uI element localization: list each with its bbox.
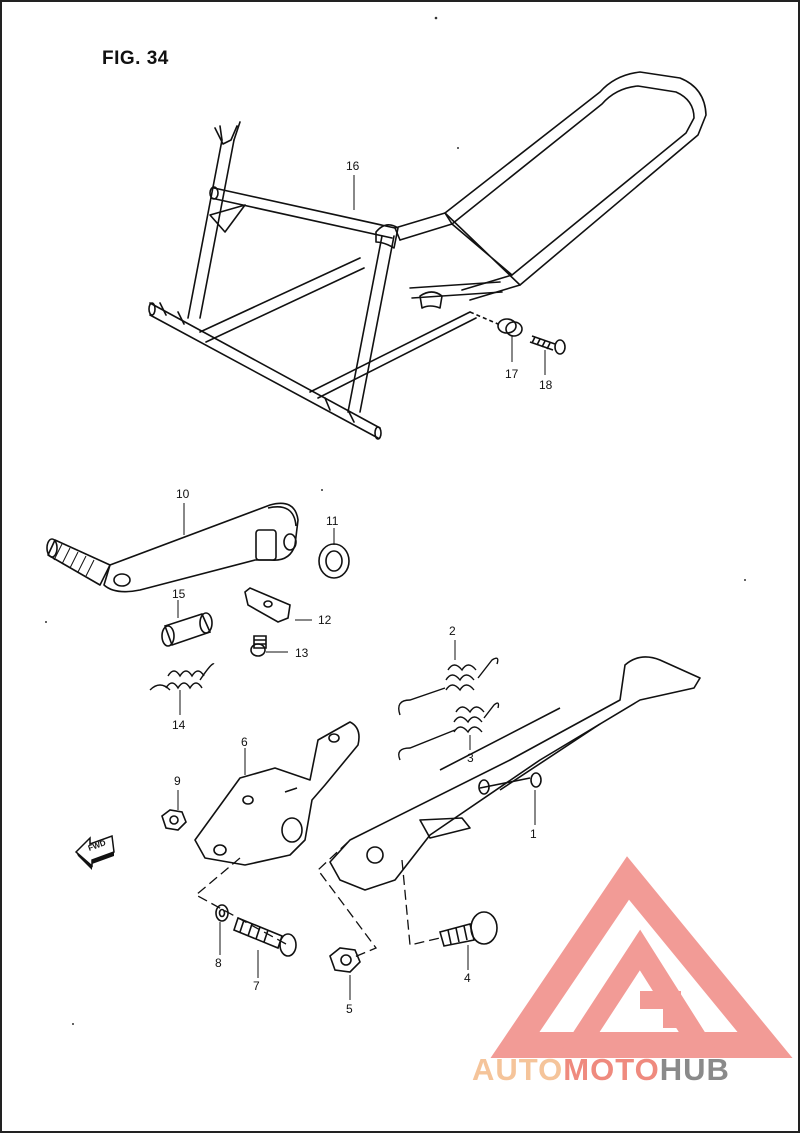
callout-18: 18: [539, 378, 553, 392]
assembly-lines: [194, 841, 441, 959]
callout-16: 16: [346, 159, 360, 173]
callout-9: 9: [174, 774, 181, 788]
kick-lever: [46, 502, 299, 593]
bracket-bolt: [233, 916, 297, 957]
rubber-stopper: [469, 311, 523, 337]
bracket-nut: [161, 809, 187, 831]
return-spring-inner: [398, 702, 500, 761]
side-stand: [329, 656, 701, 891]
stopper-bolt: [529, 335, 566, 355]
return-spring-outer: [398, 657, 499, 716]
callout-6: 6: [241, 735, 248, 749]
watermark-part-moto: MOTO: [563, 1052, 660, 1087]
callout-4: 4: [464, 971, 471, 985]
lever-spring: [149, 663, 215, 691]
lever-washer: [318, 543, 350, 579]
callout-15: 15: [172, 587, 186, 601]
callout-7: 7: [253, 979, 260, 993]
callout-10: 10: [176, 487, 190, 501]
pivot-bolt: [439, 911, 498, 947]
callout-2: 2: [449, 624, 456, 638]
callout-12: 12: [318, 613, 332, 627]
bracket-screw: [250, 635, 267, 657]
watermark-text: AUTOMOTOHUB: [472, 1052, 730, 1088]
stand-frame: [148, 71, 707, 440]
callout-17: 17: [505, 367, 519, 381]
watermark-part-hub: HUB: [659, 1052, 730, 1087]
callout-14: 14: [172, 718, 186, 732]
callout-13: 13: [295, 646, 309, 660]
pivot-nut: [329, 947, 361, 973]
bracket: [244, 587, 291, 623]
callout-3: 3: [467, 751, 474, 765]
collar: [161, 612, 213, 647]
callout-5: 5: [346, 1002, 353, 1016]
stand-bracket: [194, 721, 360, 866]
watermark-part-auto: AUTO: [472, 1052, 564, 1087]
callout-8: 8: [215, 956, 222, 970]
callout-1: 1: [530, 827, 537, 841]
figure-title: FIG. 34: [102, 48, 169, 69]
callout-11: 11: [326, 514, 339, 528]
leader-lines: [177, 175, 546, 1000]
watermark-logo: [490, 856, 793, 1058]
scan-specks: [45, 16, 746, 1025]
fwd-arrow-icon: [74, 834, 115, 870]
